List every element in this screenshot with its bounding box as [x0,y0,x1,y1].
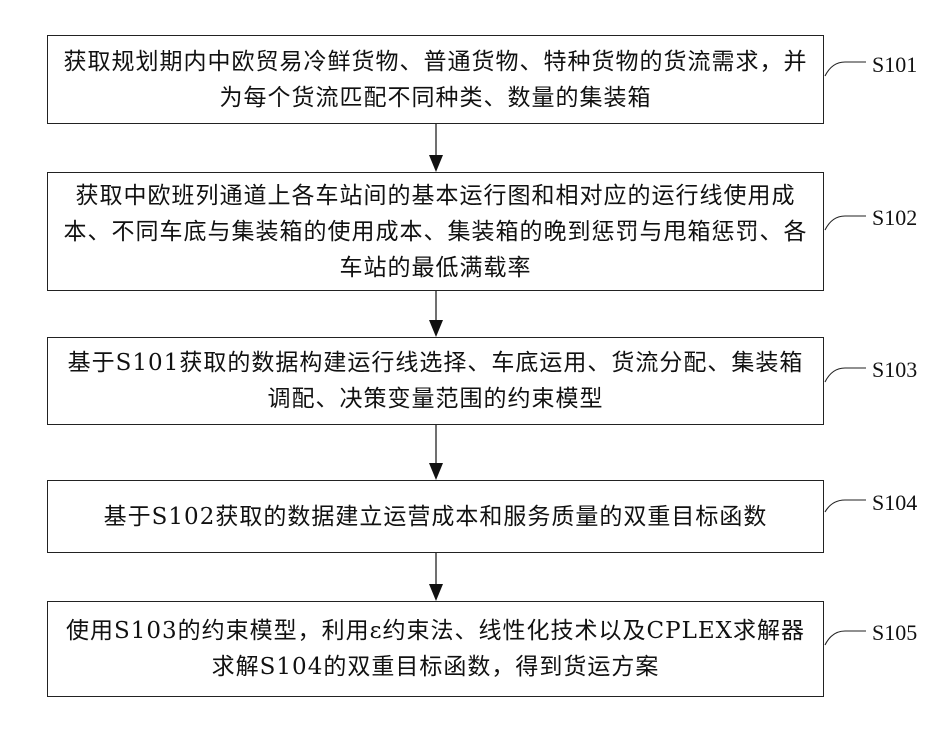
flow-arrow-s103-s104 [429,425,443,480]
step-box-s102: 获取中欧班列通道上各车站间的基本运行图和相对应的运行线使用成本、不同车底与集装箱… [47,172,824,291]
step-text-s103: 基于S101获取的数据构建运行线选择、车底运用、货流分配、集装箱调配、决策变量范… [67,350,804,412]
leader-line-s105 [824,630,866,646]
step-box-s105: 使用S103的约束模型，利用ε约束法、线性化技术以及CPLEX求解器求解S104… [47,601,824,697]
leader-line-s101 [824,61,866,77]
step-label-s103: S103 [872,357,918,382]
leader-line-s104 [824,499,866,513]
step-box-s104: 基于S102获取的数据建立运营成本和服务质量的双重目标函数 [47,480,824,553]
step-text-s101: 获取规划期内中欧贸易冷鲜货物、普通货物、特种货物的货流需求，并为每个货流匹配不同… [63,48,808,111]
flow-arrow-s101-s102 [429,124,443,172]
step-label-s101: S101 [872,52,918,77]
step-text-s102: 获取中欧班列通道上各车站间的基本运行图和相对应的运行线使用成本、不同车底与集装箱… [63,182,808,281]
step-box-s101: 获取规划期内中欧贸易冷鲜货物、普通货物、特种货物的货流需求，并为每个货流匹配不同… [47,35,824,124]
step-label-s102: S102 [872,205,918,230]
step-label-s105: S105 [872,620,918,645]
leader-line-s102 [824,215,866,231]
flow-arrow-s104-s105 [429,553,443,601]
leader-line-s103 [824,367,866,383]
step-box-s103: 基于S101获取的数据构建运行线选择、车底运用、货流分配、集装箱调配、决策变量范… [47,337,824,425]
step-label-s104: S104 [872,490,918,515]
step-text-s104: 基于S102获取的数据建立运营成本和服务质量的双重目标函数 [103,503,768,530]
step-text-s105: 使用S103的约束模型，利用ε约束法、线性化技术以及CPLEX求解器求解S104… [65,618,806,680]
flow-arrow-s102-s103 [429,291,443,337]
